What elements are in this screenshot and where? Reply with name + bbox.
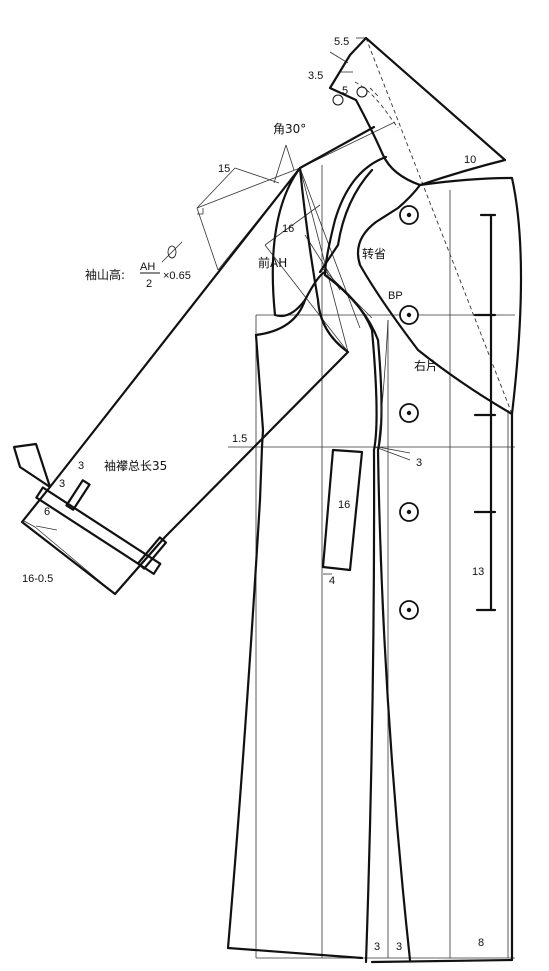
front-panel-outline — [356, 176, 523, 416]
label-cuff-3b: 3 — [59, 478, 65, 490]
shoulder-line — [298, 125, 376, 170]
dashed-guides — [354, 37, 513, 415]
label-tab-length: 袖襻总长35 — [104, 458, 167, 473]
label-angle: 角30° — [273, 122, 306, 136]
label-waist-3: 3 — [416, 457, 422, 469]
button-icon — [399, 600, 419, 620]
centre-front-line — [318, 168, 374, 274]
sleeve-tab-end — [12, 442, 52, 489]
label-cuff-3a: 3 — [78, 460, 84, 472]
label-collar-mid: 5 — [342, 85, 348, 97]
construction-lines — [23, 37, 515, 959]
inner-seam — [323, 273, 378, 964]
label-sleeve-15: 15 — [218, 163, 230, 175]
button-icon — [399, 205, 419, 225]
label-pocket-16: 16 — [338, 499, 350, 511]
button-icon — [399, 502, 419, 522]
collar-mark-icon — [332, 94, 344, 106]
label-cap-height: 袖山高: — [85, 267, 125, 282]
collar-outline — [328, 36, 507, 187]
button-spacing-ruler — [473, 213, 497, 612]
body-right-edge — [370, 412, 514, 964]
front-opening-line — [323, 155, 412, 962]
button-icon — [399, 403, 419, 423]
label-cap-factor: ×0.65 — [163, 270, 191, 282]
label-cap-2: 2 — [146, 278, 152, 290]
label-collar-width: 10 — [464, 154, 476, 166]
tab-loop-lower — [136, 536, 168, 570]
angle-mark-icon — [167, 245, 177, 259]
label-cap-ah: AH — [140, 261, 155, 273]
pocket-outline — [321, 448, 364, 572]
collar-mark-icon — [356, 86, 368, 98]
label-hem-3a: 3 — [374, 941, 380, 953]
label-cuff-6: 6 — [44, 506, 50, 518]
label-collar-top: 5.5 — [334, 36, 349, 48]
sleeve-outline — [20, 166, 350, 596]
label-right-panel: 右片 — [414, 358, 438, 373]
label-hem-3b: 3 — [396, 941, 402, 953]
label-spacing-13: 13 — [472, 566, 484, 578]
sleeve-cap-curve — [271, 166, 307, 318]
button-icon — [399, 305, 419, 325]
label-cuff-16: 16-0.5 — [22, 573, 53, 585]
label-sleeve-16: 16 — [282, 223, 294, 235]
label-bp: BP — [388, 290, 403, 302]
label-front-ah: 前AH — [258, 255, 287, 270]
tab-loop-upper — [65, 479, 91, 511]
label-collar-left: 3.5 — [308, 70, 323, 82]
label-side-1-5: 1.5 — [232, 433, 247, 445]
label-pocket-4: 4 — [329, 575, 335, 587]
side-curve — [377, 319, 389, 448]
sleeve-tab-strap — [35, 486, 162, 575]
label-dart-rotation: 转省 — [362, 246, 386, 261]
body-side-seam — [226, 333, 364, 960]
label-hem-8: 8 — [478, 937, 484, 949]
